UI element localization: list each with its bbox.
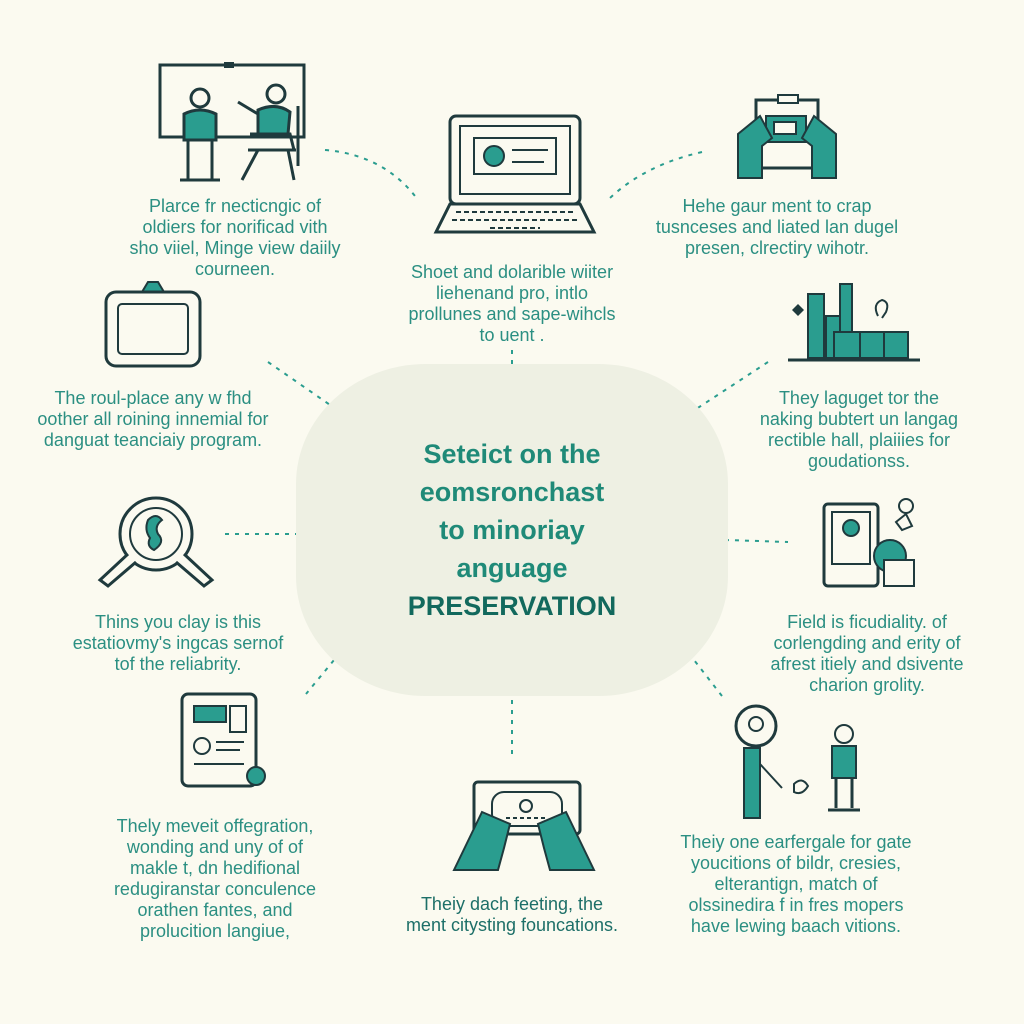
hub-title-line-4: anguage: [456, 553, 568, 583]
connector-mid-left: [267, 361, 373, 435]
tablet-icon: [180, 692, 266, 788]
hub-title-line-3: to minoriay: [439, 515, 585, 545]
node-caption: Shoet and dolarible wiiter liehenand pro…: [408, 262, 616, 345]
node-caption: Plarce fr necticngic of oldiers for nori…: [129, 196, 341, 279]
magnifier-icon: [97, 496, 215, 588]
node-caption: They laguget tor the naking bubtert un l…: [759, 388, 959, 471]
presentation-icon: [158, 62, 306, 182]
node-caption: Theiy dach feeting, the ment citysting f…: [405, 894, 619, 935]
laptop-icon: [433, 114, 597, 234]
node-caption: Theiy one earfergale for gate youcitions…: [680, 832, 912, 936]
connector-top-right: [609, 151, 703, 199]
node-caption: Thely meveit offegration, wonding and un…: [113, 816, 317, 941]
node-caption: Field is ficudiality. of corlengding and…: [770, 612, 964, 695]
node-caption: The roul-place any w fhd oother all roin…: [37, 388, 269, 450]
hub-title-line-1: Seteict on the: [423, 439, 601, 469]
city-icon: [788, 283, 920, 362]
phone-person-icon: [822, 498, 915, 588]
board-icon: [104, 281, 202, 368]
node-caption: Hehe gaur ment to crap tusnceses and lia…: [655, 196, 899, 258]
connector-top-left: [324, 149, 419, 201]
teacher-child-icon: [734, 704, 860, 819]
hub-title-line-2: eomsronchast: [419, 477, 605, 507]
node-caption: Thins you clay is this estatiovmy's ingc…: [72, 612, 284, 674]
hub-title-line-5: PRESERVATION: [407, 591, 617, 621]
tablet-hands-icon: [737, 94, 837, 179]
hands-device-icon: [452, 780, 596, 871]
center-hub: Seteict on the eomsronchast to minoriay …: [296, 364, 728, 696]
